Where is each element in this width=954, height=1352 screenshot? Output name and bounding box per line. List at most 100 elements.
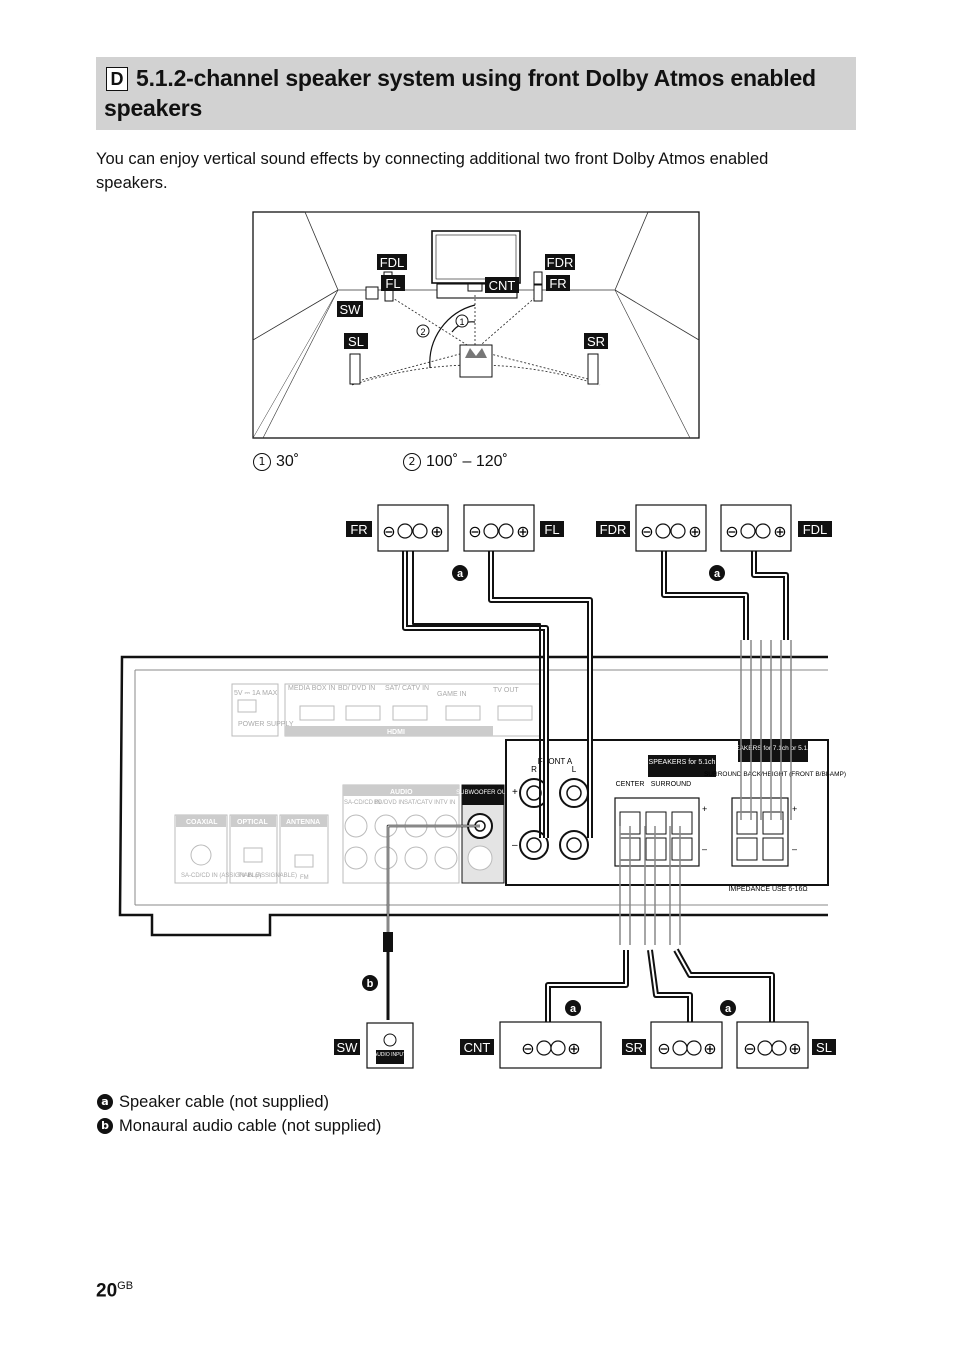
svg-text:R: R xyxy=(531,765,537,774)
svg-text:SA-CD/CD IN (ASSIGNABLE): SA-CD/CD IN (ASSIGNABLE) xyxy=(181,873,261,879)
callout-a-surround: a xyxy=(725,1003,732,1015)
speaker-terminal-panel: FRONT A R L + – SPEAKERS for 5.1ch CENTE… xyxy=(505,739,846,893)
room-label-sr: SR xyxy=(587,334,605,349)
room-labels: FDL FDR FL FR CNT SW SL SR 1 2 xyxy=(337,254,608,349)
speaker-label-sl: SL xyxy=(816,1040,832,1055)
svg-text:⊕: ⊕ xyxy=(788,1041,801,1058)
room-label-sl: SL xyxy=(348,334,364,349)
front-a-label: FRONT A xyxy=(538,757,573,766)
room-label-fl: FL xyxy=(385,276,400,291)
svg-text:⊖: ⊖ xyxy=(521,1041,534,1058)
speaker-label-sw: SW xyxy=(337,1040,359,1055)
receiver-faded-labels: 5V ⎓ 1A MAX POWER SUPPLY MEDIA BOX IN BD… xyxy=(176,685,519,881)
speaker-label-fr: FR xyxy=(350,522,367,537)
speaker-cables xyxy=(383,538,792,1040)
section-header: D 5.1.2-channel speaker system using fro… xyxy=(96,57,856,130)
callout-a-height: a xyxy=(714,568,721,580)
angle-arc-2 xyxy=(429,304,476,369)
svg-text:⊕: ⊕ xyxy=(703,1041,716,1058)
speaker-box-sl: ⊖ ⊕ SL xyxy=(736,1021,836,1069)
svg-text:TV IN: TV IN xyxy=(440,800,455,806)
svg-text:BD/ DVD IN: BD/ DVD IN xyxy=(338,685,375,692)
svg-text:⊕: ⊕ xyxy=(430,524,443,541)
svg-text:⊕: ⊕ xyxy=(688,524,701,541)
svg-text:ANTENNA: ANTENNA xyxy=(286,819,320,826)
svg-text:HDMI: HDMI xyxy=(387,729,405,736)
svg-text:⊖: ⊖ xyxy=(743,1041,756,1058)
speaker-label-sr: SR xyxy=(625,1040,643,1055)
svg-text:L: L xyxy=(572,765,577,774)
svg-text:⊖: ⊖ xyxy=(640,524,653,541)
svg-text:SAT/ CATV IN: SAT/ CATV IN xyxy=(385,685,429,692)
svg-text:FM: FM xyxy=(300,875,309,881)
section-title: 5.1.2-channel speaker system using front… xyxy=(104,65,816,121)
speakers-71-label: SPEAKERS for 7.1ch or 5.1.2ch xyxy=(727,745,820,752)
svg-text:TV IN (ASSIGNABLE): TV IN (ASSIGNABLE) xyxy=(238,873,297,879)
svg-text:SAT/CATV IN: SAT/CATV IN xyxy=(404,800,440,806)
svg-text:⊖: ⊖ xyxy=(468,524,481,541)
svg-text:OPTICAL: OPTICAL xyxy=(237,819,268,826)
svg-text:SA-CD/CD IN: SA-CD/CD IN xyxy=(344,800,381,806)
svg-text:COAXIAL: COAXIAL xyxy=(186,819,218,826)
room-label-fdr: FDR xyxy=(547,255,574,270)
svg-text:CENTER: CENTER xyxy=(616,781,645,788)
room-label-fdl: FDL xyxy=(380,255,405,270)
cable-legend: a Speaker cable (not supplied) b Monaura… xyxy=(97,1090,381,1138)
speaker-label-cnt: CNT xyxy=(464,1040,491,1055)
legend-item: a Speaker cable (not supplied) xyxy=(97,1090,381,1114)
subwoofer-out-label: SUBWOOFER OUT xyxy=(456,790,510,796)
svg-text:–: – xyxy=(702,844,707,854)
svg-text:AUDIO: AUDIO xyxy=(390,789,413,796)
svg-text:MEDIA BOX IN: MEDIA BOX IN xyxy=(288,685,335,692)
tv-icon xyxy=(431,230,521,299)
svg-text:⊕: ⊕ xyxy=(773,524,786,541)
svg-text:–: – xyxy=(512,840,518,851)
angle-note-2: 2 100˚ – 120˚ xyxy=(403,450,508,474)
receiver-faded-panel xyxy=(174,683,541,884)
room-label-fr: FR xyxy=(549,276,566,291)
cable-callouts: a a b a a xyxy=(362,565,736,1016)
room-angle-2: 2 xyxy=(420,327,425,337)
svg-text:POWER SUPPLY: POWER SUPPLY xyxy=(238,721,294,728)
room-label-sw: SW xyxy=(340,302,362,317)
speaker-box-fdl: ⊖ ⊕ FDL xyxy=(720,504,832,552)
svg-text:–: – xyxy=(792,844,797,854)
speaker-label-fdr: FDR xyxy=(600,522,627,537)
subwoofer-out-jack: SUBWOOFER OUT xyxy=(456,784,510,884)
chair-icon xyxy=(459,344,493,378)
speaker-box-fl: ⊖ ⊕ FL xyxy=(463,504,564,552)
svg-text:⊖: ⊖ xyxy=(657,1041,670,1058)
svg-text:⊕: ⊕ xyxy=(567,1041,580,1058)
angle-note-1: 1 30˚ xyxy=(253,450,299,474)
room-label-cnt: CNT xyxy=(489,278,516,293)
svg-text:⊖: ⊖ xyxy=(382,524,395,541)
speaker-box-fr: ⊖ ⊕ FR xyxy=(346,504,449,552)
speaker-box-sr: ⊖ ⊕ SR xyxy=(622,1021,723,1069)
callout-a-front: a xyxy=(457,568,464,580)
svg-text:SURROUND BACK/HEIGHT (FRONT B/: SURROUND BACK/HEIGHT (FRONT B/BI-AMP) xyxy=(704,771,846,778)
speakers-51-label: SPEAKERS for 5.1ch xyxy=(649,759,716,766)
svg-text:GAME IN: GAME IN xyxy=(437,691,467,698)
callout-a-center: a xyxy=(570,1003,577,1015)
section-letter: D xyxy=(106,67,128,91)
page-number: 20GB xyxy=(96,1280,134,1302)
svg-text:⊕: ⊕ xyxy=(516,524,529,541)
speaker-box-sw: AUDIO INPUT SW xyxy=(334,1022,414,1069)
svg-text:5V ⎓ 1A MAX: 5V ⎓ 1A MAX xyxy=(234,690,278,697)
svg-text:+: + xyxy=(792,804,797,814)
svg-text:⊖: ⊖ xyxy=(725,524,738,541)
intro-paragraph: You can enjoy vertical sound effects by … xyxy=(96,150,769,192)
speaker-label-fl: FL xyxy=(544,522,559,537)
legend-item: b Monaural audio cable (not supplied) xyxy=(97,1114,381,1138)
callout-b: b xyxy=(367,978,374,990)
svg-text:SURROUND: SURROUND xyxy=(651,781,691,788)
speaker-box-cnt: ⊖ ⊕ CNT xyxy=(460,1021,602,1069)
speaker-box-fdr: ⊖ ⊕ FDR xyxy=(596,504,707,552)
impedance-label: IMPEDANCE USE 6-16Ω xyxy=(728,886,807,893)
svg-text:BD/DVD IN: BD/DVD IN xyxy=(374,800,404,806)
room-angle-1: 1 xyxy=(459,317,464,327)
svg-text:+: + xyxy=(702,804,707,814)
audio-input-label: AUDIO INPUT xyxy=(374,1052,406,1058)
